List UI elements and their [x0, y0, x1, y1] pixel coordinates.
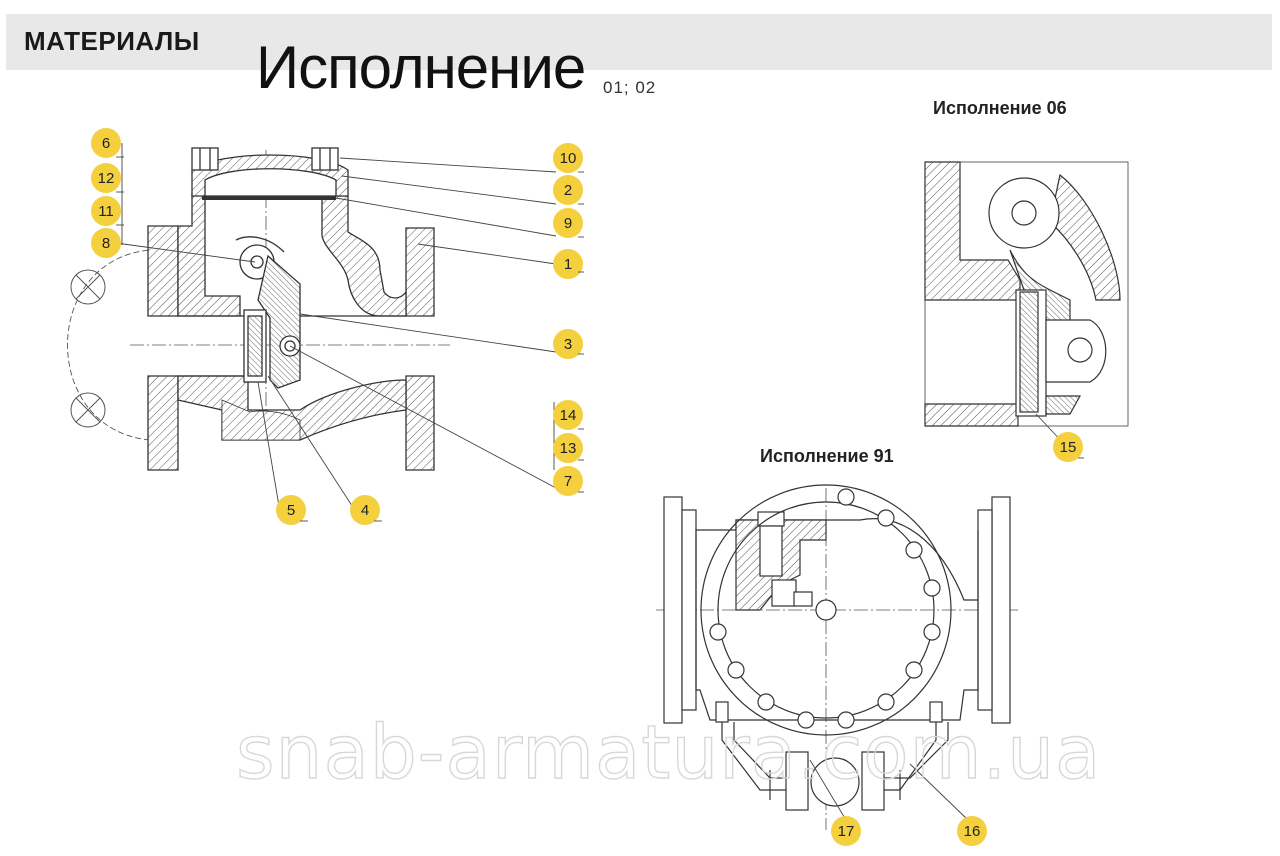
svg-text:5: 5 [287, 502, 295, 519]
page-title: Исполнение [256, 34, 586, 101]
callout-14: 14 [553, 400, 584, 430]
callout-1: 1 [553, 249, 584, 279]
view-label-91: Исполнение 91 [760, 446, 894, 466]
svg-text:13: 13 [560, 440, 577, 457]
svg-text:15: 15 [1060, 439, 1077, 456]
callout-13: 13 [553, 433, 584, 463]
watermark: snab-armatura.com.ua [236, 710, 1101, 796]
view-label-06: Исполнение 06 [933, 98, 1067, 118]
svg-text:16: 16 [964, 823, 981, 840]
callout-7: 7 [553, 466, 584, 496]
callout-12: 12 [91, 163, 124, 193]
svg-text:9: 9 [564, 215, 572, 232]
svg-text:4: 4 [361, 502, 369, 519]
callout-8: 8 [91, 228, 121, 258]
hinge-positions [70, 269, 106, 428]
callout-16: 16 [957, 816, 987, 846]
svg-text:10: 10 [560, 150, 577, 167]
section-title: МАТЕРИАЛЫ [24, 26, 200, 56]
callout-17: 17 [831, 816, 861, 846]
view-91-drawing [656, 484, 1018, 830]
callout-4: 4 [350, 495, 382, 525]
svg-text:3: 3 [564, 336, 572, 353]
callout-11: 11 [91, 196, 124, 226]
callouts: 6 12 11 8 10 2 9 1 3 14 13 7 5 4 15 17 1… [91, 128, 1084, 846]
svg-text:1: 1 [564, 256, 572, 273]
svg-text:7: 7 [564, 473, 572, 490]
svg-text:11: 11 [98, 203, 114, 220]
svg-text:14: 14 [560, 407, 577, 424]
callout-9: 9 [553, 208, 584, 238]
title-suffix: 01; 02 [603, 78, 657, 97]
callout-15: 15 [1053, 432, 1084, 462]
main-section-view [67, 147, 450, 471]
callout-6: 6 [91, 128, 124, 158]
cover-bolts [709, 488, 941, 729]
svg-text:8: 8 [102, 235, 110, 252]
svg-text:2: 2 [564, 182, 572, 199]
callout-3: 3 [553, 329, 584, 359]
svg-text:17: 17 [838, 823, 855, 840]
view-06-detail [924, 161, 1129, 447]
callout-5: 5 [276, 495, 308, 525]
header-bar [6, 14, 1272, 70]
leader-lines-main [115, 143, 557, 513]
svg-text:12: 12 [98, 170, 115, 187]
callout-2: 2 [553, 175, 584, 205]
svg-text:6: 6 [102, 135, 110, 152]
callout-10: 10 [553, 143, 584, 173]
